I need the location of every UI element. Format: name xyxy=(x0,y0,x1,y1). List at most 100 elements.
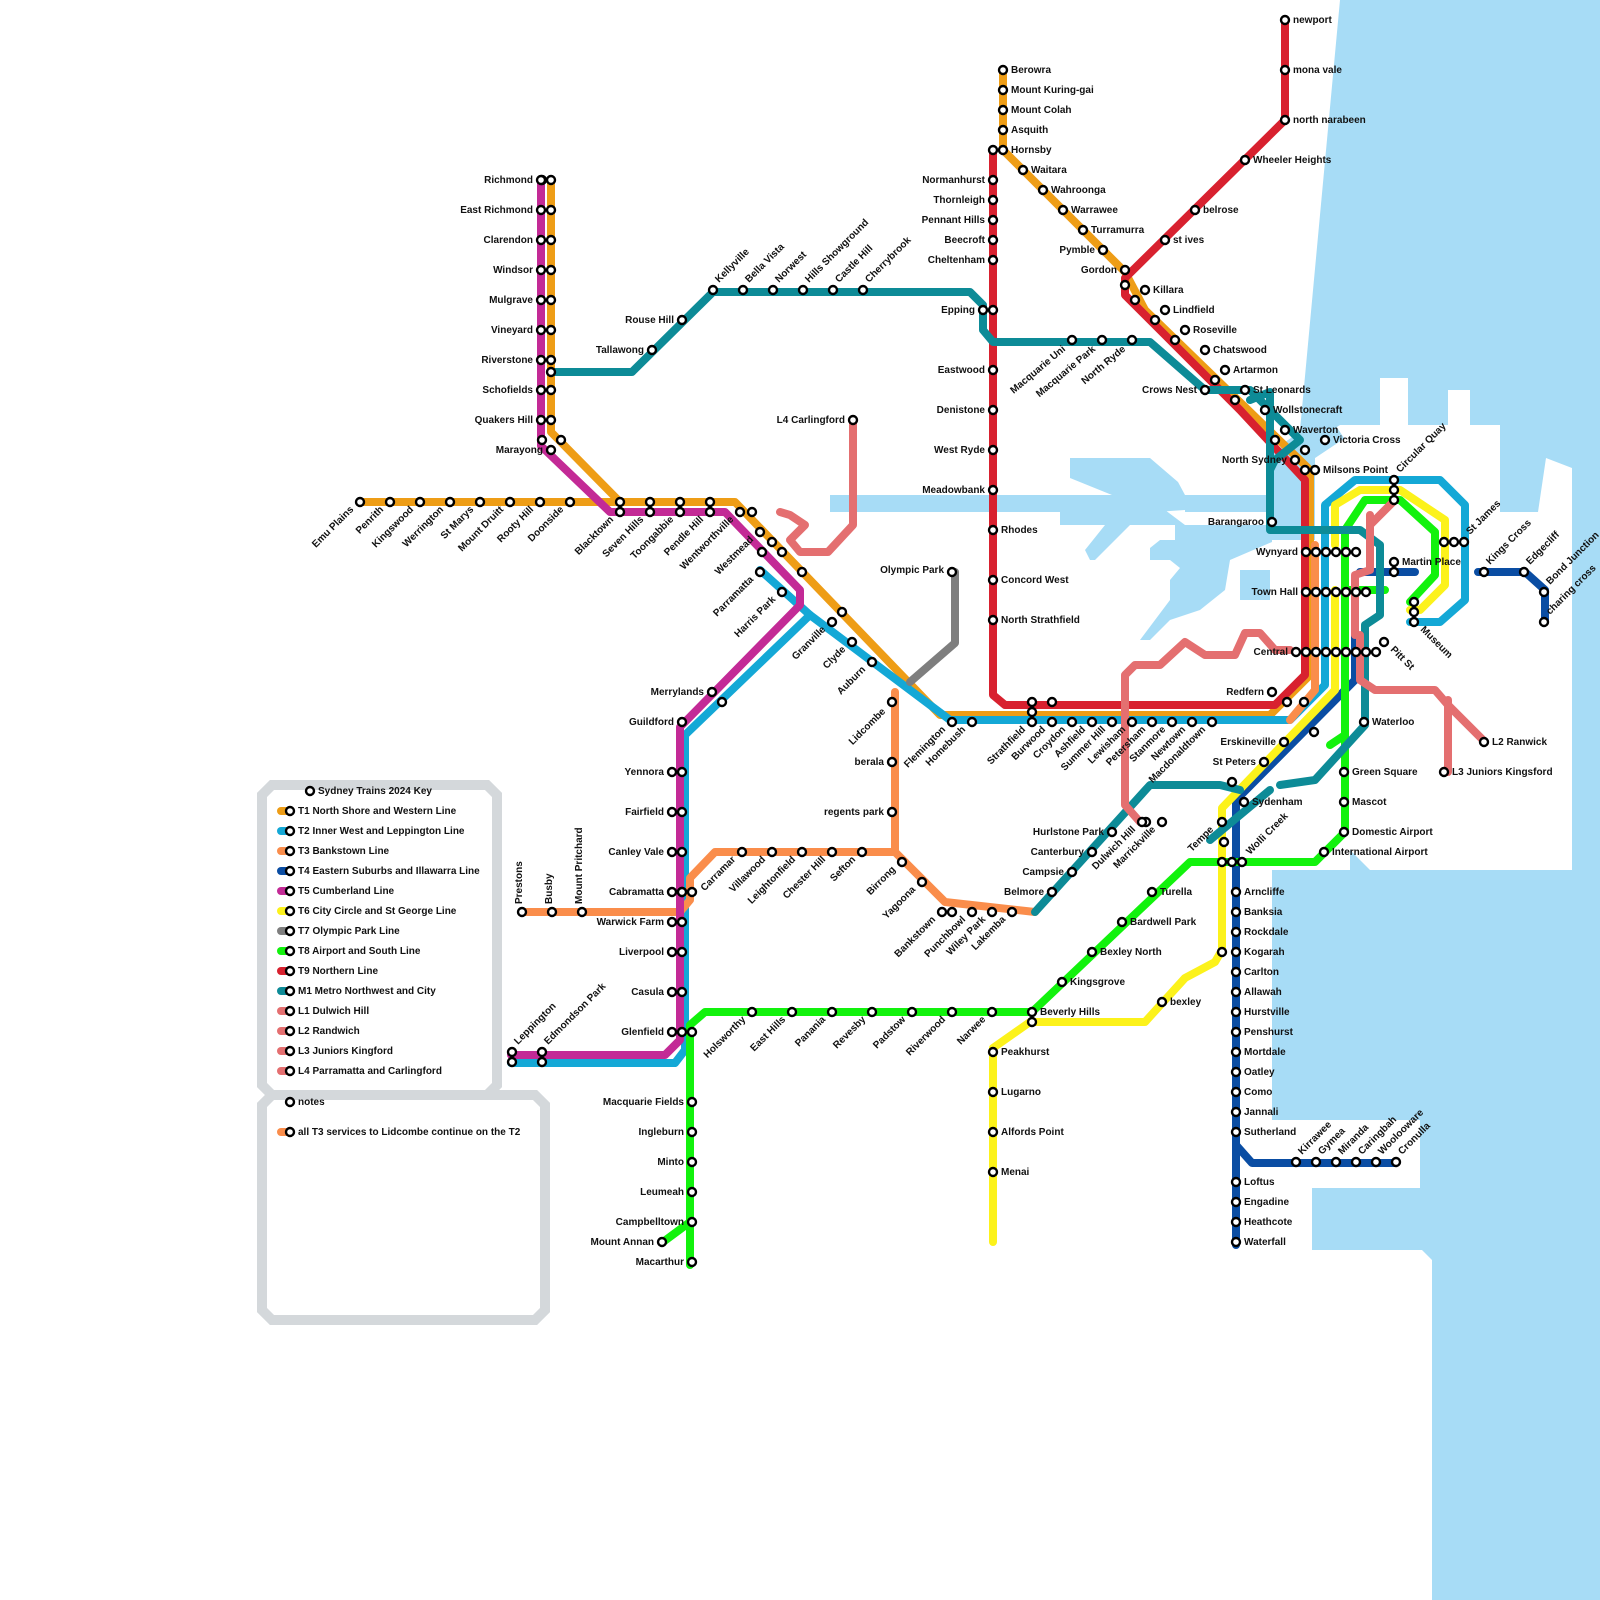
station-marker-town-hall[interactable] xyxy=(1302,588,1310,596)
station-marker-newtown[interactable] xyxy=(1188,718,1196,726)
station-marker-castle-hill[interactable] xyxy=(829,286,837,294)
station-marker-ashfield[interactable] xyxy=(1088,718,1096,726)
station-marker-pennant-hills[interactable] xyxy=(989,216,997,224)
station-marker-waterloo[interactable] xyxy=(1360,718,1368,726)
station-marker-north-ryde[interactable] xyxy=(1128,336,1136,344)
station-marker-east-richmond[interactable] xyxy=(537,206,545,214)
station-marker-woolooware[interactable] xyxy=(1372,1158,1380,1166)
station-marker-st-peters[interactable] xyxy=(1260,758,1268,766)
station-marker-revesby[interactable] xyxy=(868,1008,876,1016)
station-marker-liverpool[interactable] xyxy=(678,948,686,956)
station-marker-charing-cross[interactable] xyxy=(1540,618,1548,626)
station-marker-edgecliff[interactable] xyxy=(1520,568,1528,576)
station-marker-mortdale[interactable] xyxy=(1232,1048,1240,1056)
station-marker-berowra[interactable] xyxy=(999,66,1007,74)
station-marker-turella[interactable] xyxy=(1148,888,1156,896)
station-marker-lugarno[interactable] xyxy=(989,1088,997,1096)
station-marker-artarmon[interactable] xyxy=(1221,366,1229,374)
station-marker-werrington[interactable] xyxy=(446,498,454,506)
station-marker-waterfall[interactable] xyxy=(1232,1238,1240,1246)
station-marker-fairfield[interactable] xyxy=(678,808,686,816)
station-marker-guildford[interactable] xyxy=(678,718,686,726)
station-marker-wollstonecraft[interactable] xyxy=(1261,406,1269,414)
station-marker-peakhurst[interactable] xyxy=(989,1048,997,1056)
station-marker-chatswood[interactable] xyxy=(1201,346,1209,354)
station-marker-lewisham[interactable] xyxy=(1128,718,1136,726)
station-marker-minto[interactable] xyxy=(688,1158,696,1166)
station-marker-crows-nest[interactable] xyxy=(1201,386,1209,394)
station-marker-macdonaldtown[interactable] xyxy=(1208,718,1216,726)
station-marker-stanmore[interactable] xyxy=(1168,718,1176,726)
station-marker-east-hills[interactable] xyxy=(788,1008,796,1016)
station-marker-victoria-cross[interactable] xyxy=(1321,436,1329,444)
station-marker-tempe[interactable] xyxy=(1218,818,1226,826)
station-marker-hurstville[interactable] xyxy=(1232,1008,1240,1016)
station-marker-glenfield[interactable] xyxy=(678,1028,686,1036)
station-marker-leightonfield[interactable] xyxy=(798,848,806,856)
station-marker-st-james[interactable] xyxy=(1460,538,1468,546)
station-marker-gordon[interactable] xyxy=(1121,266,1129,274)
station-marker-beecroft[interactable] xyxy=(989,236,997,244)
station-marker-tallawong[interactable] xyxy=(648,346,656,354)
station-marker-st-ives[interactable] xyxy=(1161,236,1169,244)
station-marker-waverton[interactable] xyxy=(1281,426,1289,434)
station-marker-rooty-hill[interactable] xyxy=(536,498,544,506)
station-marker-domestic-airport[interactable] xyxy=(1340,828,1348,836)
station-marker-homebush[interactable] xyxy=(968,718,976,726)
station-marker-doonside[interactable] xyxy=(566,498,574,506)
station-marker-caringbah[interactable] xyxy=(1352,1158,1360,1166)
station-marker-edmondson-park[interactable] xyxy=(538,1048,546,1056)
station-marker-north-sydney[interactable] xyxy=(1291,456,1299,464)
station-marker-martin-place[interactable] xyxy=(1390,558,1398,566)
station-marker-banksia[interactable] xyxy=(1232,908,1240,916)
station-marker-alfords-point[interactable] xyxy=(989,1128,997,1136)
station-marker-richmond[interactable] xyxy=(537,176,545,184)
station-marker-bond-junction[interactable] xyxy=(1540,588,1548,596)
station-marker-riverstone[interactable] xyxy=(537,356,545,364)
station-marker-engadine[interactable] xyxy=(1232,1198,1240,1206)
station-marker-thornleigh[interactable] xyxy=(989,196,997,204)
station-marker-burwood[interactable] xyxy=(1048,718,1056,726)
station-marker-rockdale[interactable] xyxy=(1232,928,1240,936)
station-marker-ingleburn[interactable] xyxy=(688,1128,696,1136)
station-marker-padstow[interactable] xyxy=(908,1008,916,1016)
station-marker-l4-carlingford[interactable] xyxy=(849,416,857,424)
station-marker-redfern[interactable] xyxy=(1268,688,1276,696)
station-marker-eastwood[interactable] xyxy=(989,366,997,374)
station-marker-como[interactable] xyxy=(1232,1088,1240,1096)
station-marker-rhodes[interactable] xyxy=(989,526,997,534)
station-marker-harris-park[interactable] xyxy=(778,588,786,596)
station-marker-west-ryde[interactable] xyxy=(989,446,997,454)
station-marker-campbelltown[interactable] xyxy=(688,1218,696,1226)
station-marker-allawah[interactable] xyxy=(1232,988,1240,996)
station-marker-mount-colah[interactable] xyxy=(999,106,1007,114)
station-marker-belmore[interactable] xyxy=(1048,888,1056,896)
station-marker-lakemba[interactable] xyxy=(1008,908,1016,916)
station-marker-oatley[interactable] xyxy=(1232,1068,1240,1076)
station-marker-riverwood[interactable] xyxy=(948,1008,956,1016)
station-marker-cheltenham[interactable] xyxy=(989,256,997,264)
station-marker-bexley[interactable] xyxy=(1158,998,1166,1006)
station-marker-international-airport[interactable] xyxy=(1320,848,1328,856)
station-marker-macquarie-park[interactable] xyxy=(1098,336,1106,344)
station-marker-mount-pritchard[interactable] xyxy=(578,908,586,916)
station-marker-cherrybrook[interactable] xyxy=(859,286,867,294)
station-marker-central[interactable] xyxy=(1292,648,1300,656)
station-marker-lidcombe[interactable] xyxy=(888,698,896,706)
station-marker-toongabbie[interactable] xyxy=(676,498,684,506)
station-marker-punchbowl[interactable] xyxy=(968,908,976,916)
station-marker-olympic-park[interactable] xyxy=(948,568,956,576)
station-marker-wheeler-heights[interactable] xyxy=(1241,156,1249,164)
station-marker-asquith[interactable] xyxy=(999,126,1007,134)
station-marker-pendle-hill[interactable] xyxy=(706,498,714,506)
station-marker-jannali[interactable] xyxy=(1232,1108,1240,1116)
station-marker-cronulla[interactable] xyxy=(1392,1158,1400,1166)
station-marker-emu-plains[interactable] xyxy=(356,498,364,506)
station-marker-macquarie-fields[interactable] xyxy=(688,1098,696,1106)
station-marker-lindfield[interactable] xyxy=(1161,306,1169,314)
station-marker-busby[interactable] xyxy=(548,908,556,916)
station-marker-l3-juniors-kingsford[interactable] xyxy=(1440,768,1448,776)
station-marker-carlton[interactable] xyxy=(1232,968,1240,976)
station-marker-merrylands[interactable] xyxy=(708,688,716,696)
station-marker-strathfield[interactable] xyxy=(1028,718,1036,726)
